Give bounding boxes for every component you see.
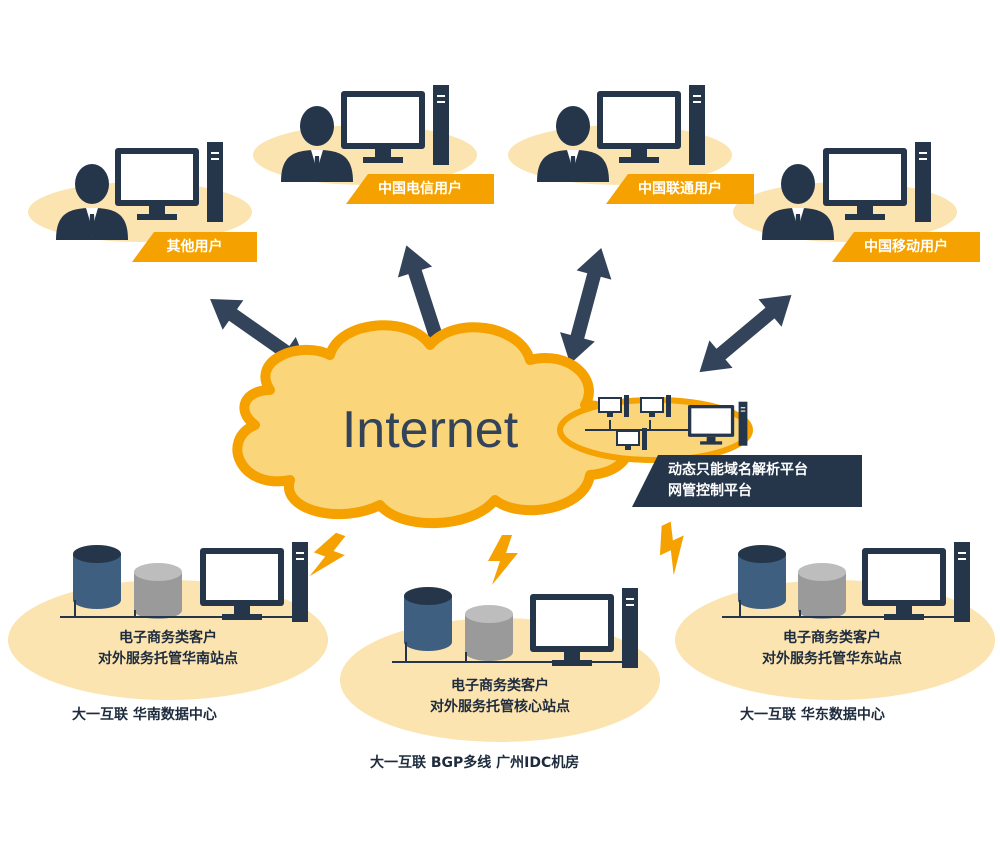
platform-tag: 动态只能域名解析平台 网管控制平台: [632, 455, 862, 507]
site-label-line-1: 电子商务类客户: [451, 678, 549, 694]
arrow-telecom-internet: [397, 245, 452, 360]
site-caption-east: 大一互联 华东数据中心: [740, 707, 885, 723]
server-icon: [404, 587, 452, 651]
storage-icon: [134, 563, 182, 619]
user-tag-unicom: 中国联通用户: [606, 174, 754, 204]
site-network-line: [392, 642, 632, 663]
server-icon: [73, 545, 121, 609]
site-caption-core: 大一互联 BGP多线 广州IDC机房: [370, 755, 580, 771]
site-label-line-2: 对外服务托管华南站点: [98, 651, 238, 667]
storage-icon: [798, 563, 846, 619]
internet-cloud: [232, 320, 636, 529]
internet-label: Internet: [341, 401, 519, 459]
site-label-line-1: 电子商务类客户: [783, 630, 881, 646]
site-caption-south: 大一互联 华南数据中心: [72, 707, 217, 723]
user-tag-mobile: 中国移动用户: [832, 232, 980, 262]
site-label-line-2: 对外服务托管华东站点: [762, 651, 902, 667]
platform-line-1: 动态只能域名解析平台: [668, 462, 808, 478]
site-label-east: 电子商务类客户 对外服务托管华东站点: [712, 628, 952, 670]
site-network-line: [60, 600, 300, 618]
user-tag-telecom: 中国电信用户: [346, 174, 494, 204]
site-label-core: 电子商务类客户 对外服务托管核心站点: [380, 676, 620, 718]
user-tag-other: 其他用户: [132, 232, 257, 262]
arrow-mobile-internet: [699, 295, 792, 373]
lightning-icon: [305, 527, 352, 586]
arrow-unicom-internet: [560, 247, 612, 364]
platform-line-2: 网管控制平台: [668, 483, 752, 499]
site-label-line-1: 电子商务类客户: [119, 630, 217, 646]
storage-icon: [465, 605, 513, 661]
server-icon: [738, 545, 786, 609]
site-pad-east: [675, 580, 995, 700]
site-network-line: [722, 600, 962, 618]
site-label-south: 电子商务类客户 对外服务托管华南站点: [48, 628, 288, 670]
lightning-icon: [648, 519, 698, 578]
lightning-icon: [488, 535, 518, 585]
site-label-line-2: 对外服务托管核心站点: [430, 699, 570, 715]
